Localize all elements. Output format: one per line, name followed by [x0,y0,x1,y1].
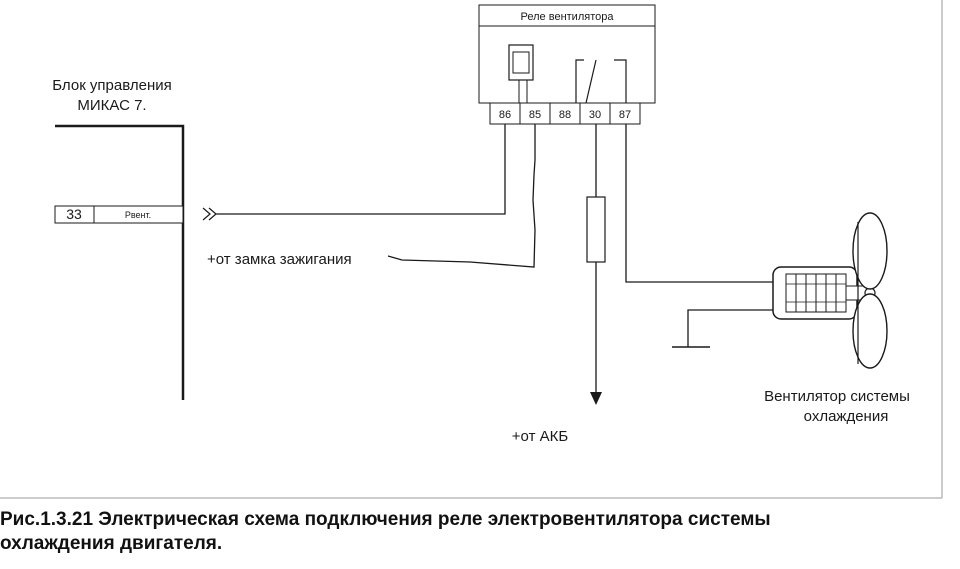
ecu-label-line2: МИКАС 7. [77,97,146,114]
wire-87-to-fan [625,124,773,283]
relay-pin-88: 88 [559,109,571,121]
ignition-label: +от замка зажигания [207,251,352,268]
ecu-pin-number: 33 [66,206,82,222]
relay-switch [575,59,627,104]
relay-pin-85: 85 [529,109,541,121]
relay-pin-87: 87 [619,109,631,121]
relay: Реле вентилятора 86 85 88 30 87 [478,4,656,125]
cooling-fan [772,212,888,369]
relay-coil [508,44,534,103]
relay-body [478,25,656,104]
battery-arrow [590,392,602,405]
relay-pin-strip: 86 85 88 30 87 [489,102,641,125]
battery-label: +от АКБ [512,428,569,445]
ecu-pin-name: Рвент. [125,210,151,220]
caption-line1: Рис.1.3.21 Электрическая схема подключен… [0,509,771,530]
relay-pin-86: 86 [499,109,511,121]
ecu-pin-33: 33 Рвент. [54,205,184,224]
figure-caption: Рис.1.3.21 Электрическая схема подключен… [0,508,958,556]
ecu-label-line1: Блок управления [52,77,171,94]
relay-title: Реле вентилятора [521,11,615,23]
fan-blade-top [852,212,888,290]
wire-fan-to-ground [687,309,773,347]
wires [216,124,773,405]
fuse [586,196,606,263]
connector-symbol [202,207,217,221]
relay-pin-30: 30 [589,109,601,121]
caption-line2: охлаждения двигателя. [0,533,223,554]
fan-label-line1: Вентилятор системы [764,388,910,405]
diagram-frame [0,0,943,499]
ecu-block: Блок управления МИКАС 7. 33 Рвент. [52,77,217,400]
fan-label-line2: охлаждения [804,408,889,425]
wire-ignition-to-85 [387,124,536,268]
fan-blade-bottom [852,293,888,369]
wire-ecu-to-86 [216,124,506,215]
ecu-outline [55,124,185,400]
